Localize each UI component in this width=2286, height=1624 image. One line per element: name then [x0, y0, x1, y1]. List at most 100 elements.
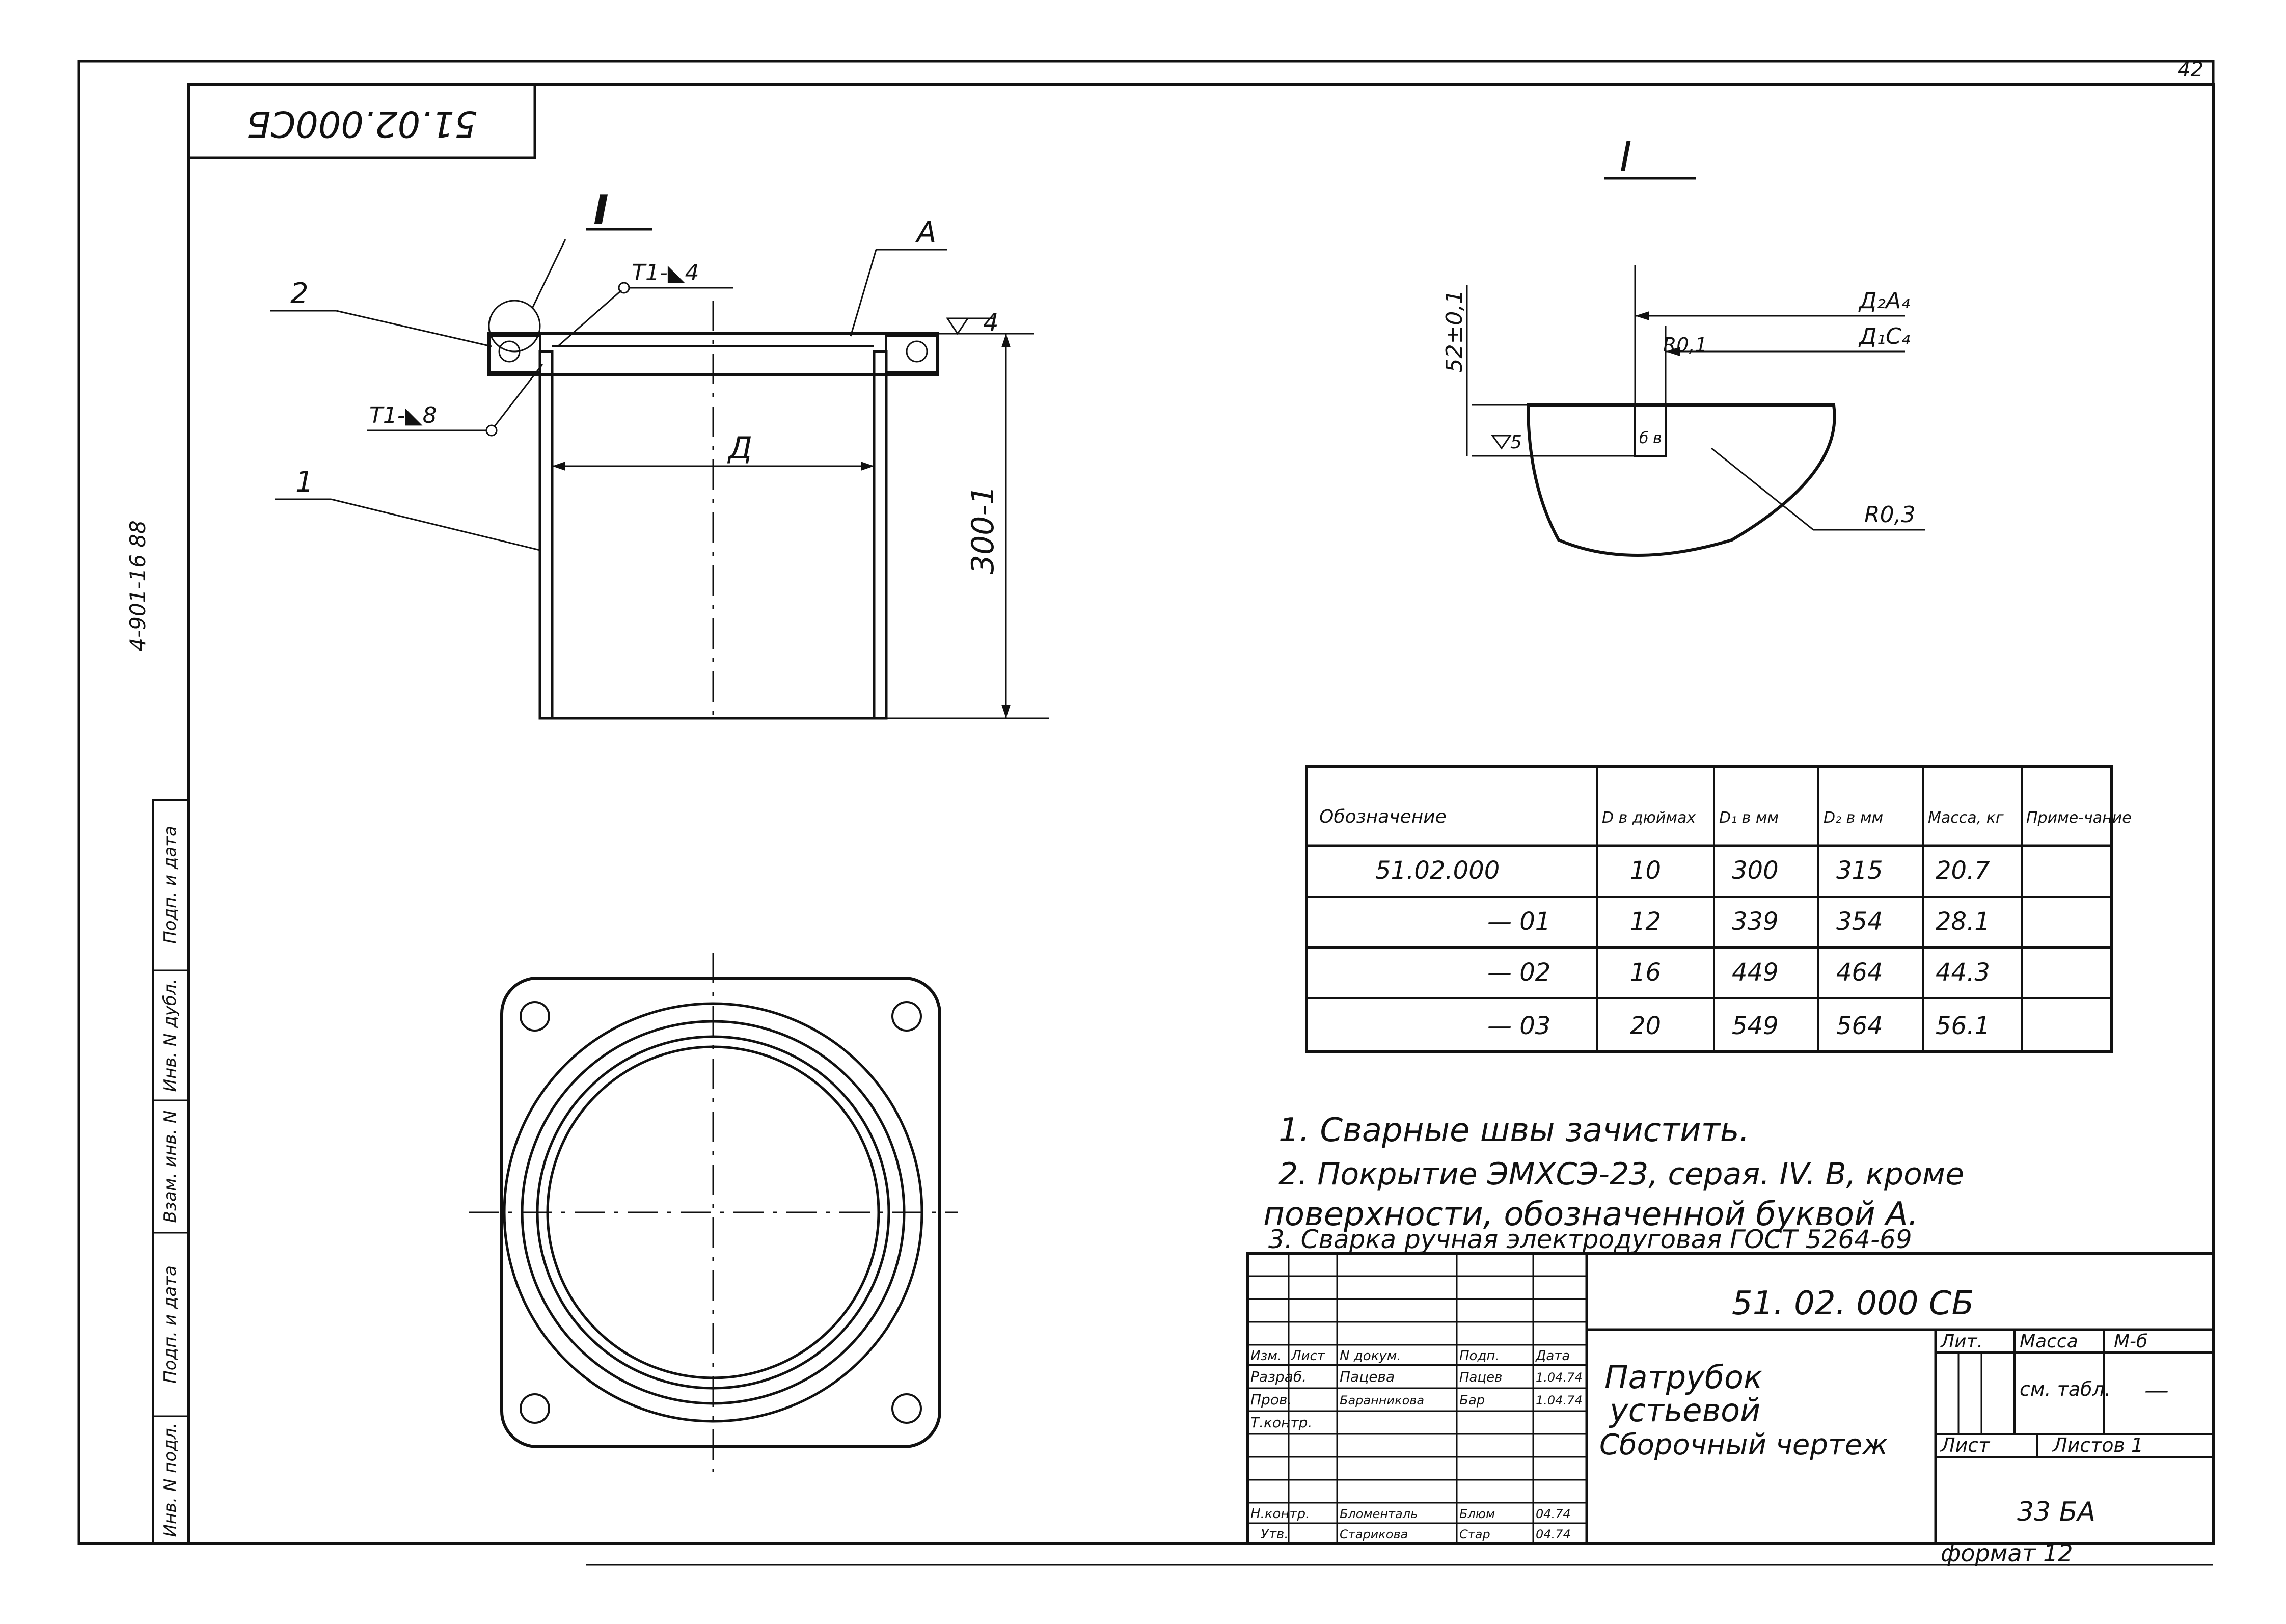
- plan-view: [469, 953, 958, 1472]
- tb-col-lit: Лит.: [1940, 1331, 1983, 1352]
- spec-table: Обозначение D в дюймах D₁ в мм D₂ в мм М…: [1305, 765, 2132, 1053]
- cell: 51.02.000: [1375, 856, 1500, 885]
- th-d: D в дюймах: [1602, 809, 1696, 827]
- tb-role-4: Н.контр.: [1250, 1506, 1310, 1522]
- main-section-view: Д 300-1 4 I 2 1 А Т1-◣4: [270, 186, 1049, 723]
- weld-top: Т1-◣4: [632, 260, 699, 286]
- tb-sign-4: Блюм: [1459, 1507, 1495, 1521]
- tb-h-doc: N докум.: [1340, 1348, 1401, 1364]
- note-2-cont: поверхности, обозначенной буквой А.: [1263, 1196, 1918, 1233]
- top-stamp-box: [187, 83, 536, 159]
- tb-name-2: Баранникова: [1340, 1393, 1424, 1408]
- cell: 564: [1836, 1012, 1883, 1040]
- cell: 56.1: [1936, 1012, 1990, 1040]
- title-block: Изм. Лист N докум. Подп. Дата Разраб. Па…: [1246, 1252, 2215, 1545]
- tb-date-1: 1.04.74: [1536, 1370, 1583, 1385]
- tb-sheet: Лист: [1940, 1434, 1991, 1456]
- dim-height: 300-1: [965, 485, 1001, 574]
- detail-title: I: [1620, 133, 1632, 180]
- cell: 20.7: [1936, 856, 1990, 885]
- tb-h-role: Изм.: [1250, 1348, 1282, 1364]
- tb-sign-5: Стар: [1459, 1527, 1490, 1541]
- tb-name-4: Бломенталь: [1340, 1507, 1418, 1521]
- tb-role-3: Т.контр.: [1250, 1414, 1312, 1431]
- dim-52: 52±0,1: [1441, 290, 1467, 373]
- cell: 10: [1630, 856, 1661, 885]
- label-R01: R0,1: [1663, 334, 1707, 356]
- tb-scale-value: —: [2144, 1376, 2169, 1404]
- page-number: 42: [2178, 58, 2203, 82]
- cell: 549: [1732, 1012, 1779, 1040]
- archive-label-2: Взам. инв. N: [160, 1111, 180, 1223]
- cell: 300: [1732, 856, 1779, 885]
- notes: 1. Сварные швы зачистить. 2. Покрытие ЭМ…: [1263, 1112, 1964, 1254]
- tb-role-1: Разраб.: [1250, 1368, 1307, 1385]
- cell: 449: [1732, 958, 1779, 987]
- cell: 354: [1836, 907, 1883, 936]
- cell: 315: [1836, 856, 1883, 885]
- tb-org: 33 БА: [2017, 1497, 2096, 1527]
- tb-name-1: Пацева: [1340, 1368, 1395, 1385]
- archive-label-4: Подп. и дата: [160, 826, 180, 944]
- label-D1C4: Д₁С₄: [1858, 323, 1911, 349]
- cell: 464: [1836, 958, 1883, 987]
- mark-b2: в: [1653, 429, 1662, 447]
- note-3: 3. Сварка ручная электродуговая ГОСТ 526…: [1268, 1225, 1912, 1254]
- label-R03: R0,3: [1864, 502, 1916, 528]
- tb-col-mass: Масса: [2020, 1331, 2078, 1352]
- tb-role-5: Утв.: [1261, 1527, 1289, 1542]
- leader-1: 1: [295, 466, 314, 499]
- side-code: 4-901-16 88: [125, 520, 150, 651]
- archive-label-3: Инв. N дубл.: [160, 979, 180, 1092]
- cell: 20: [1630, 1012, 1661, 1040]
- dim-D: Д: [727, 430, 752, 466]
- leader-A: А: [915, 216, 936, 249]
- tb-name-1-line: Патрубок: [1604, 1359, 1763, 1396]
- label-D2A4: Д₂А₄: [1858, 288, 1910, 314]
- detail-marker: I: [593, 186, 609, 234]
- tb-mass-value: см. табл.: [2020, 1378, 2111, 1400]
- th-d1: D₁ в мм: [1719, 809, 1779, 827]
- cell: 339: [1732, 907, 1779, 936]
- th-d2: D₂ в мм: [1824, 809, 1883, 827]
- cell: 28.1: [1936, 907, 1990, 936]
- archive-label-1: Подп. и дата: [160, 1265, 180, 1384]
- cell: 44.3: [1936, 958, 1990, 987]
- cell: — 01: [1487, 907, 1550, 936]
- roughness-5: 5: [1510, 432, 1522, 453]
- top-stamp: 51.02.000СБ: [246, 103, 477, 145]
- archive-strip: Инв. N подл. Подп. и дата Взам. инв. N И…: [152, 799, 189, 1545]
- tb-code: 51. 02. 000 СБ: [1732, 1285, 1974, 1322]
- cell: 12: [1630, 907, 1661, 936]
- tb-h-date: Дата: [1535, 1348, 1570, 1364]
- format-label: формат 12: [1941, 1539, 2073, 1567]
- th-note: Приме-чание: [2026, 809, 2132, 827]
- tb-date-2: 1.04.74: [1536, 1393, 1583, 1408]
- tb-sheets: Листов 1: [2052, 1434, 2143, 1456]
- cell: — 02: [1487, 958, 1550, 987]
- tb-name-5: Старикова: [1340, 1527, 1408, 1541]
- tb-name-3-line: Сборочный чертеж: [1599, 1428, 1888, 1461]
- archive-label-0: Инв. N подл.: [160, 1423, 180, 1537]
- cell: — 03: [1487, 1012, 1550, 1040]
- th-designation: Обозначение: [1319, 806, 1447, 827]
- note-2: 2. Покрытие ЭМХСЭ-23, серая. IV. В, кром…: [1278, 1156, 1964, 1192]
- mark-b1: б: [1639, 429, 1649, 447]
- tb-date-4: 04.74: [1536, 1507, 1571, 1521]
- tb-col-scale: М-б: [2114, 1331, 2147, 1352]
- tb-sign-2: Бар: [1459, 1393, 1485, 1408]
- tb-h-name: Лист: [1291, 1348, 1325, 1364]
- note-1: 1. Сварные швы зачистить.: [1278, 1112, 1750, 1149]
- tb-date-5: 04.74: [1536, 1527, 1571, 1541]
- detail-view: I б в Д₂А₄ Д₁С₄ R0,1 52±0,1 5 R0,3: [1441, 133, 1925, 557]
- tb-sign-1: Пацев: [1459, 1370, 1503, 1385]
- tb-h-sign: Подп.: [1459, 1348, 1500, 1364]
- roughness-top: 4: [983, 309, 999, 337]
- tb-name-2-line: устьевой: [1609, 1392, 1760, 1429]
- cell: 16: [1630, 958, 1661, 987]
- th-mass: Масса, кг: [1928, 809, 2004, 827]
- weld-left: Т1-◣8: [369, 402, 437, 428]
- tb-role-2: Пров.: [1250, 1391, 1292, 1408]
- leader-2: 2: [290, 277, 309, 310]
